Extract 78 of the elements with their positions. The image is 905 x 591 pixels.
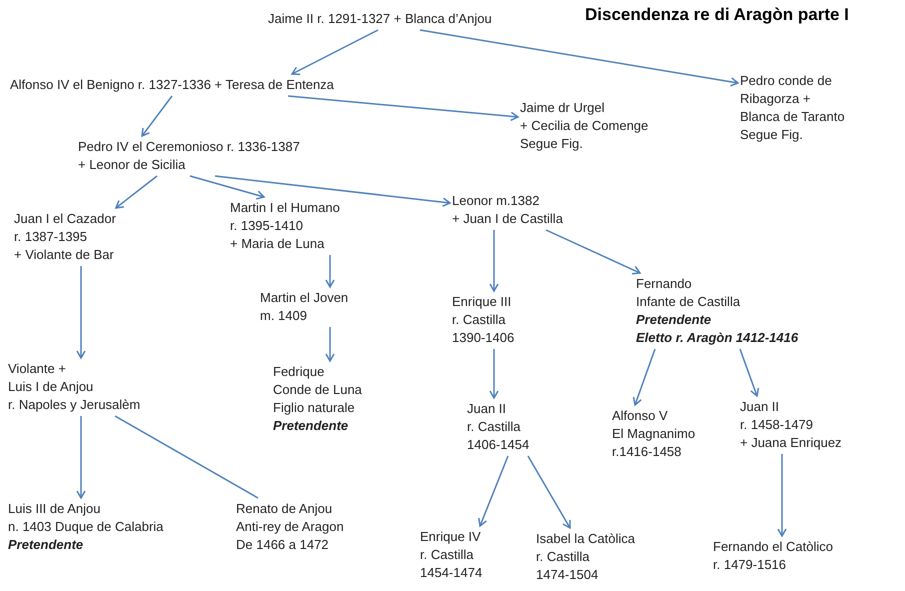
person-entry-text: De 1466 a 1472 bbox=[236, 536, 330, 554]
person-entry-text: Juan I el Cazador bbox=[14, 210, 116, 228]
arrow bbox=[420, 29, 739, 87]
person-entry-text: Blanca de Taranto bbox=[740, 108, 845, 126]
title: Discendenza re di Aragòn parte I bbox=[585, 6, 849, 24]
person-entry-text: Segue Fig. bbox=[520, 135, 584, 153]
person-entry-text: Figlio naturale bbox=[273, 399, 356, 417]
person-entry-text: 1390-1406 bbox=[452, 329, 514, 347]
person-entry-text: Luis III de Anjou bbox=[8, 500, 102, 518]
person-entry-text: Fedrique bbox=[273, 363, 326, 381]
person-entry-text: n. 1403 Duque de Calabria bbox=[8, 518, 164, 536]
person-entry-text: r. Castilla bbox=[420, 546, 474, 564]
arrow bbox=[489, 349, 499, 399]
arrow bbox=[489, 230, 499, 292]
person-entry-text: Enrique III bbox=[452, 293, 512, 311]
person-entry-text: Pedro conde de bbox=[740, 72, 833, 90]
person-entry-text: r. 1395-1410 bbox=[230, 217, 304, 235]
person-entry-text: r. 1387-1395 bbox=[14, 228, 88, 246]
person-entry-text: Fernando el Catòlico bbox=[713, 538, 833, 556]
person-entry-text: m. 1409 bbox=[260, 307, 308, 325]
person-entry-text: + Maria de Luna bbox=[230, 235, 326, 253]
arrow bbox=[141, 96, 173, 137]
person-entry-text: Juan II bbox=[740, 398, 780, 416]
person-entry-text: Eletto r. Aragòn 1412-1416 bbox=[636, 329, 798, 347]
arrow bbox=[115, 175, 158, 209]
person-entry-text: Fernando bbox=[636, 275, 693, 293]
person-entry-text: Segue Fig. bbox=[740, 126, 804, 144]
person-entry-text: + Juana Enriquez bbox=[740, 434, 842, 452]
arrow bbox=[76, 266, 86, 359]
person-entry-text: Enrique IV bbox=[420, 528, 482, 546]
arrow bbox=[76, 416, 86, 499]
person-entry-text: + Cecilia de Comenge bbox=[520, 117, 648, 135]
person-entry-text: 1406-1454 bbox=[467, 436, 530, 454]
arrow bbox=[739, 348, 760, 397]
person-entry-text: El Magnanimo bbox=[612, 425, 696, 443]
person-entry-text: + Juan I de Castilla bbox=[452, 210, 563, 228]
arrow bbox=[546, 229, 641, 274]
person-entry-text: Jaime II r. 1291-1327 + Blanca d’Anjou bbox=[268, 10, 492, 28]
person-entry-text: Pedro IV el Ceremonioso r. 1336-1387 bbox=[78, 138, 300, 156]
arrow bbox=[291, 29, 378, 76]
person-entry-text: Luis I de Anjou bbox=[8, 378, 94, 396]
person-entry-text: Alfonso IV el Benigno r. 1327-1336 + Teresa de Entenza bbox=[10, 76, 334, 94]
person-entry-text: Ribagorza + bbox=[740, 90, 812, 108]
person-entry-text: Leonor m.1382 bbox=[452, 192, 540, 210]
person-entry-text: Jaime dr Urgel bbox=[520, 99, 606, 117]
person-entry-text: 1454-1474 bbox=[420, 564, 482, 582]
person-entry-text: Martin I el Humano bbox=[230, 199, 340, 217]
person-entry-text: r. Castilla bbox=[452, 311, 506, 329]
person-entry-text: r. Castilla bbox=[536, 548, 590, 566]
person-entry-text: Martin el Joven bbox=[260, 289, 348, 307]
arrow bbox=[325, 327, 335, 362]
person-entry-text: Renato de Anjou bbox=[236, 500, 334, 518]
arrow bbox=[478, 456, 509, 527]
arrow bbox=[777, 454, 787, 537]
person-entry-text: r. Castilla bbox=[467, 418, 522, 436]
person-entry-text: Pretendente bbox=[273, 417, 350, 435]
arrow bbox=[288, 95, 519, 122]
person-entry-text: r. 1458-1479 bbox=[740, 416, 814, 434]
person-entry-text: Violante + bbox=[8, 360, 67, 378]
person-entry-text: + Violante de Bar bbox=[14, 246, 115, 264]
arrow bbox=[325, 255, 335, 288]
person-entry-text: Infante de Castilla bbox=[636, 293, 742, 311]
arrow bbox=[214, 175, 451, 207]
person-entry-text: Isabel la Catòlica bbox=[536, 530, 635, 548]
person-entry-text: Alfonso V bbox=[612, 407, 669, 425]
person-entry-text: Anti-rey de Aragon bbox=[236, 518, 344, 536]
person-entry-text: Pretendente bbox=[8, 536, 84, 554]
person-entry-text: Pretendente bbox=[636, 311, 712, 329]
arrow bbox=[190, 175, 265, 200]
person-entry-text: r. Napoles y Jerusalèm bbox=[8, 396, 140, 414]
person-entry-text: + Leonor de Sicilia bbox=[78, 156, 186, 174]
arrow bbox=[527, 456, 571, 529]
person-entry-text: r. 1479-1516 bbox=[713, 556, 788, 574]
person-entry-text: Conde de Luna bbox=[273, 381, 362, 399]
person-entry-text: 1474-1504 bbox=[536, 566, 600, 584]
arrow bbox=[632, 348, 656, 406]
person-entry-text: r.1416-1458 bbox=[612, 443, 682, 461]
person-entry-text: Juan II bbox=[467, 400, 508, 418]
